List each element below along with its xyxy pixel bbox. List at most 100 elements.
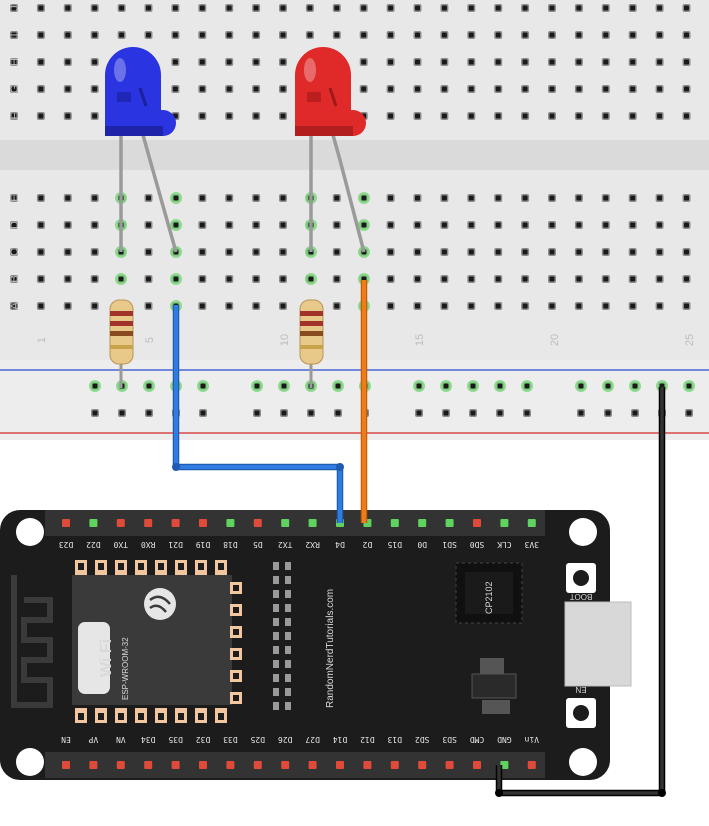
header-pad (285, 688, 291, 696)
board-pin (418, 519, 427, 527)
header-pad (285, 660, 291, 668)
pin-label: D13 (387, 735, 402, 744)
header-pad (273, 702, 279, 710)
pin-label: EN (61, 735, 71, 744)
pin-label: VP (88, 735, 98, 744)
row-label: A (9, 302, 21, 310)
board-pin (500, 519, 509, 527)
pin-label: VN (116, 735, 126, 744)
pin-label: D4 (335, 540, 345, 549)
usb-uart-chip: CP2102 (455, 562, 523, 624)
header-pad (273, 632, 279, 640)
resistor-2 (299, 299, 324, 388)
red-led (294, 47, 366, 253)
header-pad (285, 674, 291, 682)
header-pad (273, 618, 279, 626)
pin-label: D2 (362, 540, 372, 549)
row-label: C (9, 248, 21, 256)
pin-label: D5 (253, 540, 263, 549)
pin-label: TX2 (278, 540, 293, 549)
column-number: 25 (684, 334, 696, 346)
header-pad (285, 646, 291, 654)
wifi-logo (78, 622, 110, 694)
pin-label: D32 (196, 735, 211, 744)
pin-label: SD0 (470, 540, 485, 549)
board-pin (253, 761, 262, 769)
board-pin (89, 761, 98, 769)
board-pin (527, 519, 536, 527)
pin-label: RX0 (141, 540, 156, 549)
usb-port (564, 601, 632, 687)
pin-label: D33 (223, 735, 238, 744)
pin-label: D15 (387, 540, 402, 549)
board-pin (116, 519, 125, 527)
header-pad (285, 604, 291, 612)
module-label: ESP-WROOM-32 (121, 637, 130, 700)
header-pad (285, 590, 291, 598)
header-pad (273, 646, 279, 654)
blue-wire (174, 305, 342, 523)
pin-label: SD3 (442, 735, 457, 744)
board-pin (445, 519, 454, 527)
column-number: 15 (414, 334, 426, 346)
header-pad (273, 562, 279, 570)
board-pin (500, 761, 509, 769)
boot-label: BOOT (570, 592, 593, 601)
espressif-logo (144, 588, 176, 620)
pin-label: TX0 (113, 540, 128, 549)
pin-label: D34 (141, 735, 156, 744)
pin-label: D18 (223, 540, 238, 549)
pin-label: D21 (168, 540, 183, 549)
header-pad (285, 562, 291, 570)
header-pad (273, 590, 279, 598)
board-pin (253, 519, 262, 527)
pin-label: D23 (59, 540, 74, 549)
board-pin (363, 761, 372, 769)
voltage-regulator (471, 658, 517, 714)
header-pad (285, 576, 291, 584)
board-pin (144, 761, 153, 769)
row-label: G (9, 85, 21, 94)
board-pin (308, 761, 317, 769)
header-pad (273, 604, 279, 612)
board-pin (62, 519, 70, 527)
row-label: H (9, 58, 21, 66)
pin-label: 3V3 (524, 540, 539, 549)
board-pin (199, 519, 207, 527)
pin-label: D0 (417, 540, 427, 549)
board-pin (281, 519, 290, 527)
mount-hole (569, 748, 597, 776)
board-pin (62, 761, 70, 769)
board-pin (418, 761, 427, 769)
row-label: I (9, 33, 21, 36)
board-pin (171, 519, 180, 527)
pin-label: D22 (86, 540, 101, 549)
board-pin (226, 761, 235, 769)
pin-label: RX2 (305, 540, 320, 549)
pin-label: D19 (196, 540, 211, 549)
board-pin (281, 761, 290, 769)
board-pin (144, 519, 153, 527)
en-label: EN (575, 685, 586, 694)
pin-label: D35 (168, 735, 183, 744)
header-pad (273, 674, 279, 682)
column-number: 5 (144, 337, 156, 343)
board-pin (336, 761, 344, 769)
row-label: D (9, 221, 21, 229)
pin-label: SD2 (415, 735, 430, 744)
mount-hole (569, 518, 597, 546)
resistor-1 (109, 299, 134, 388)
pin-label: CLK (497, 540, 512, 549)
pin-label: D12 (360, 735, 375, 744)
board-pin (171, 761, 180, 769)
mount-hole (16, 518, 44, 546)
column-number: 20 (549, 334, 561, 346)
chip-label: CP2102 (484, 581, 494, 614)
row-label: E (9, 194, 21, 201)
board-pin (445, 761, 454, 769)
board-pin (473, 761, 481, 769)
board-pin (199, 761, 207, 769)
